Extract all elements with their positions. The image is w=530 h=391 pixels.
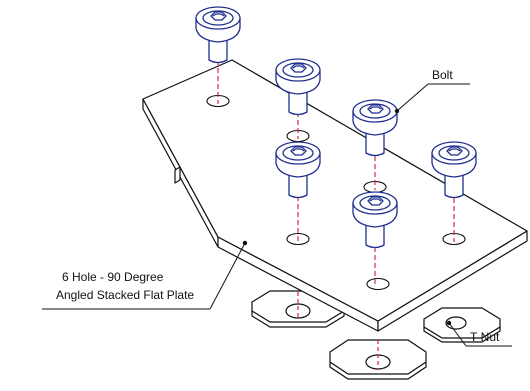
tnut-front: [329, 339, 427, 380]
bolt-label: Bolt: [432, 68, 453, 82]
hole-6: [366, 277, 390, 291]
angled-flat-plate: [142, 59, 528, 332]
bolt-callout: Bolt: [394, 68, 470, 114]
tnut-label: T-Nut: [470, 330, 500, 344]
plate-callout: 6 Hole - 90 Degree Angled Stacked Flat P…: [42, 240, 248, 310]
tnut-right: [423, 307, 501, 343]
tnut-callout: T-Nut: [446, 320, 512, 347]
bolt-1: [195, 6, 241, 64]
plate-label-line2: Angled Stacked Flat Plate: [56, 288, 194, 302]
plate-label-line1: 6 Hole - 90 Degree: [62, 270, 164, 284]
bolt-axis-lines: [217, 60, 455, 287]
